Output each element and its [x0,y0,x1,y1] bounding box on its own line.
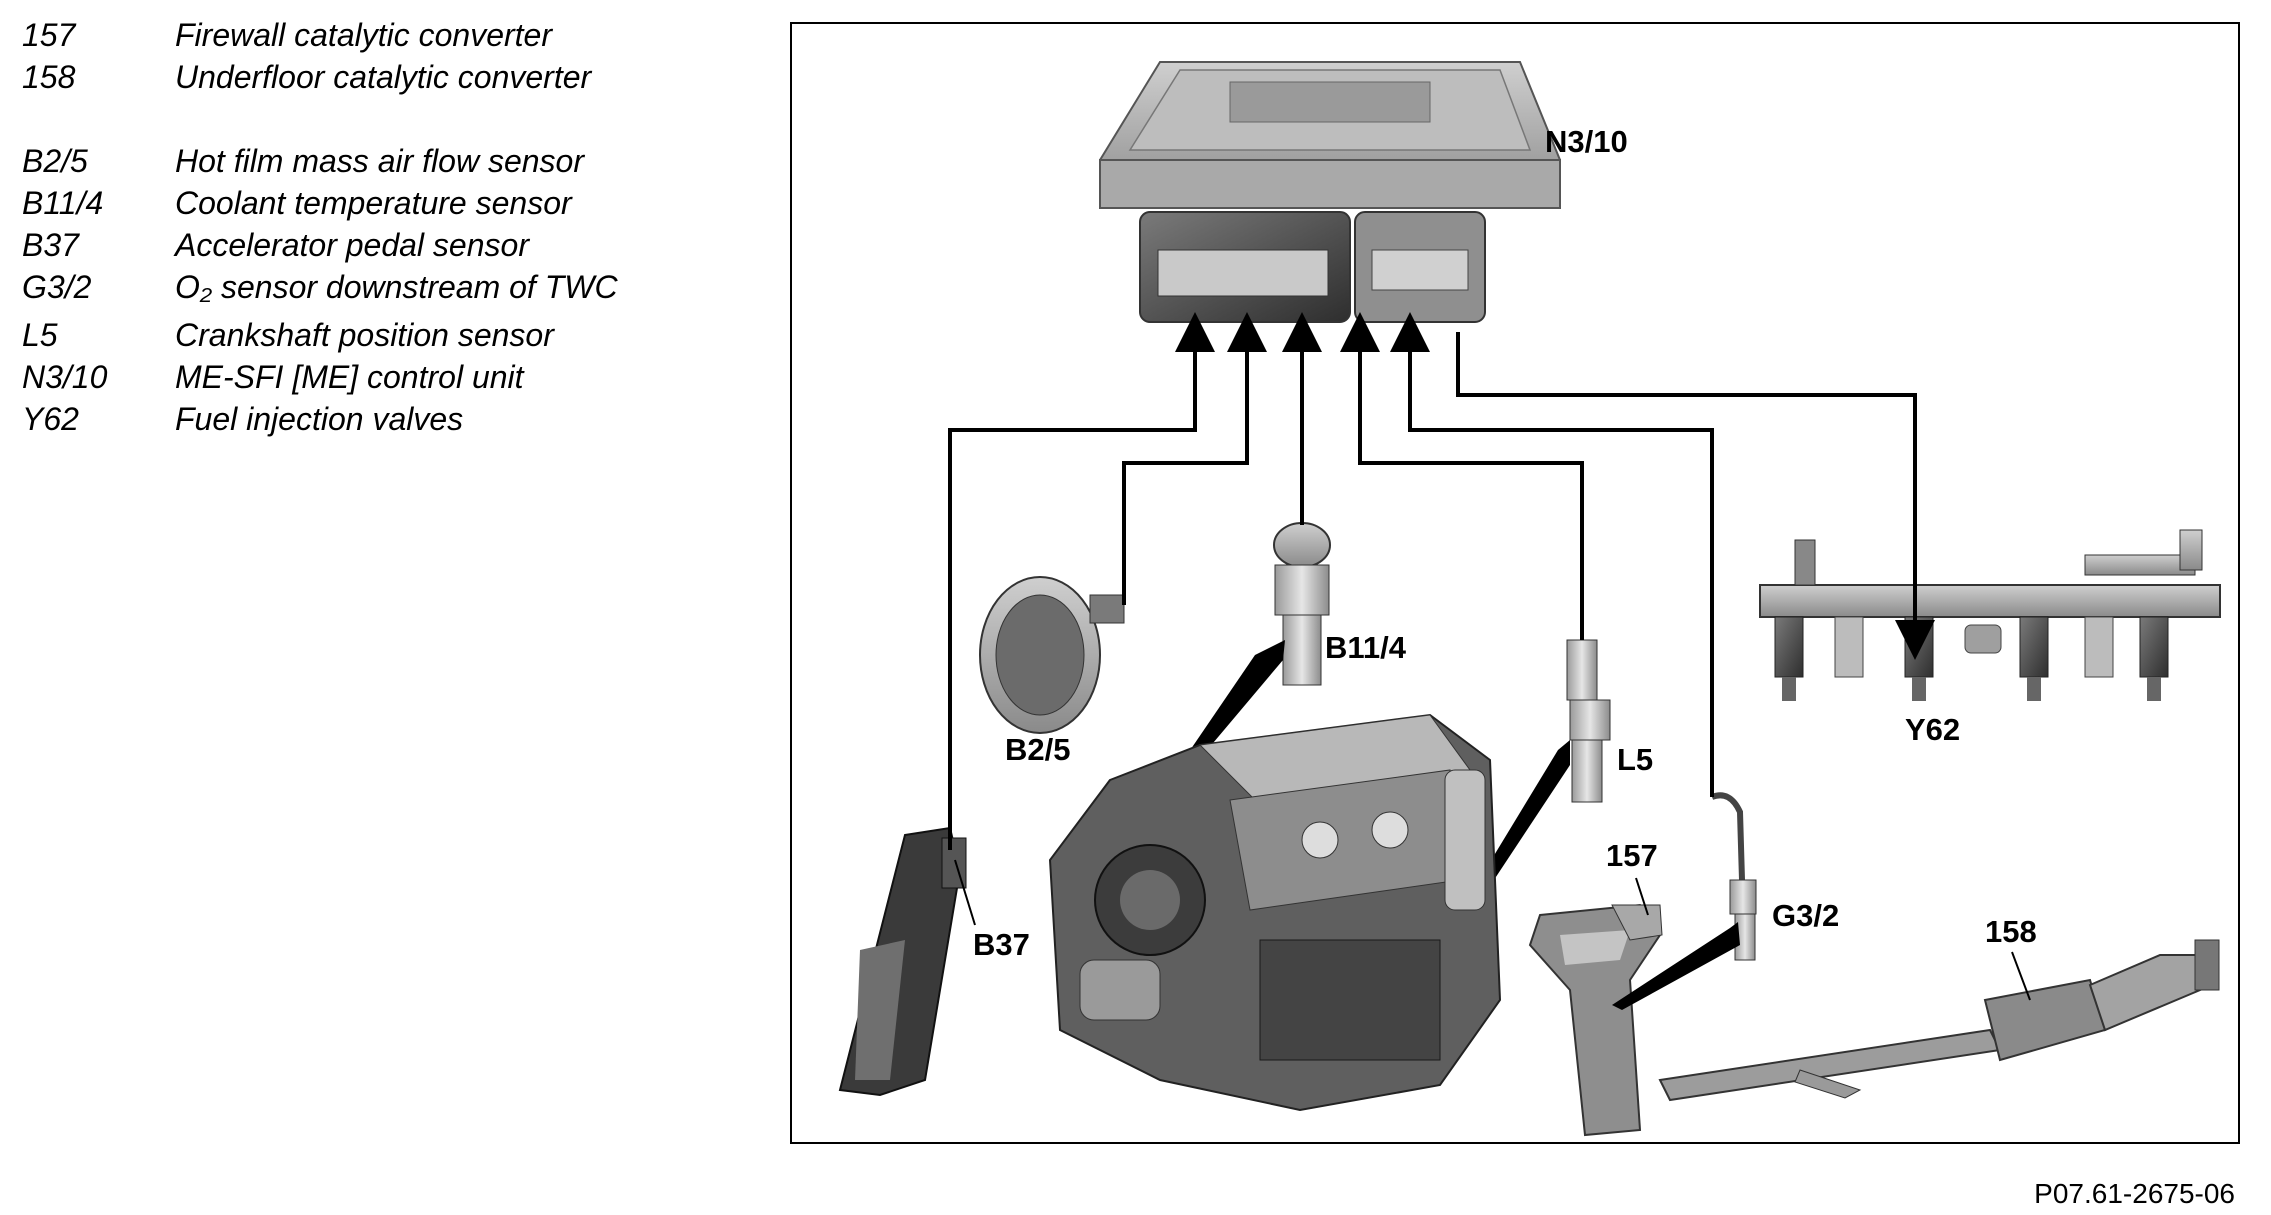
legend-code: 158 [22,59,76,95]
legend-code: Y62 [22,401,79,437]
injector [1904,616,1934,701]
diagram-frame [790,22,2240,1144]
accelerator-pedal-sensor-b37 [838,826,967,1097]
mass-air-flow-sensor-b2-5 [979,576,1125,734]
injector [1774,616,1804,701]
legend-description: Underfloor catalytic converter [175,59,592,95]
label-y62: Y62 [1905,712,1960,747]
signal-lines [948,312,1935,850]
o2-sensor-g3-2 [1612,792,1757,1010]
label-b37: B37 [973,927,1030,962]
line-l5 [1340,312,1584,640]
legend-code: B11/4 [22,185,104,221]
figure-code: P07.61-2675-06 [2034,1178,2235,1209]
legend-code: L5 [22,317,58,353]
engine-assembly [1048,713,1502,1112]
line-y62 [1456,332,1935,660]
label-b11-4: B11/4 [1325,630,1407,665]
legend-description: Accelerator pedal sensor [175,227,529,263]
injector [2019,616,2049,701]
legend-description: Fuel injection valves [175,401,464,437]
label-n3-10: N3/10 [1545,124,1628,159]
label-157: 157 [1606,838,1658,873]
legend-code: G3/2 [22,269,92,305]
legend-description: ME-SFI [ME] control unit [175,359,524,395]
legend-code: 157 [22,17,76,53]
underfloor-catalytic-converter-158 [1658,939,2220,1102]
legend-description: Crankshaft position sensor [175,317,554,353]
label-l5: L5 [1617,742,1653,777]
label-g3-2: G3/2 [1772,898,1839,933]
legend-code: B37 [22,227,79,263]
line-b37 [948,312,1215,850]
coolant-temperature-sensor-b11-4 [1180,522,1331,768]
fuel-injection-valves-y62 [1759,529,2221,701]
line-g3-2 [1390,312,1714,797]
control-unit-n3-10 [1099,61,1561,323]
legend-code: B2/5 [22,143,88,179]
firewall-catalytic-converter-157 [1528,903,1663,1137]
legend-description: Hot film mass air flow sensor [175,143,584,179]
label-leaders [954,859,2031,1001]
legend-description: Firewall catalytic converter [175,17,552,53]
legend-description: Coolant temperature sensor [175,185,572,221]
label-158: 158 [1985,914,2037,949]
injector [2139,616,2169,701]
legend-code: N3/10 [22,359,108,395]
line-b2-5 [1122,312,1267,605]
legend-description: O₂ sensor downstream of TWC [175,269,618,305]
label-b2-5: B2/5 [1005,732,1070,767]
